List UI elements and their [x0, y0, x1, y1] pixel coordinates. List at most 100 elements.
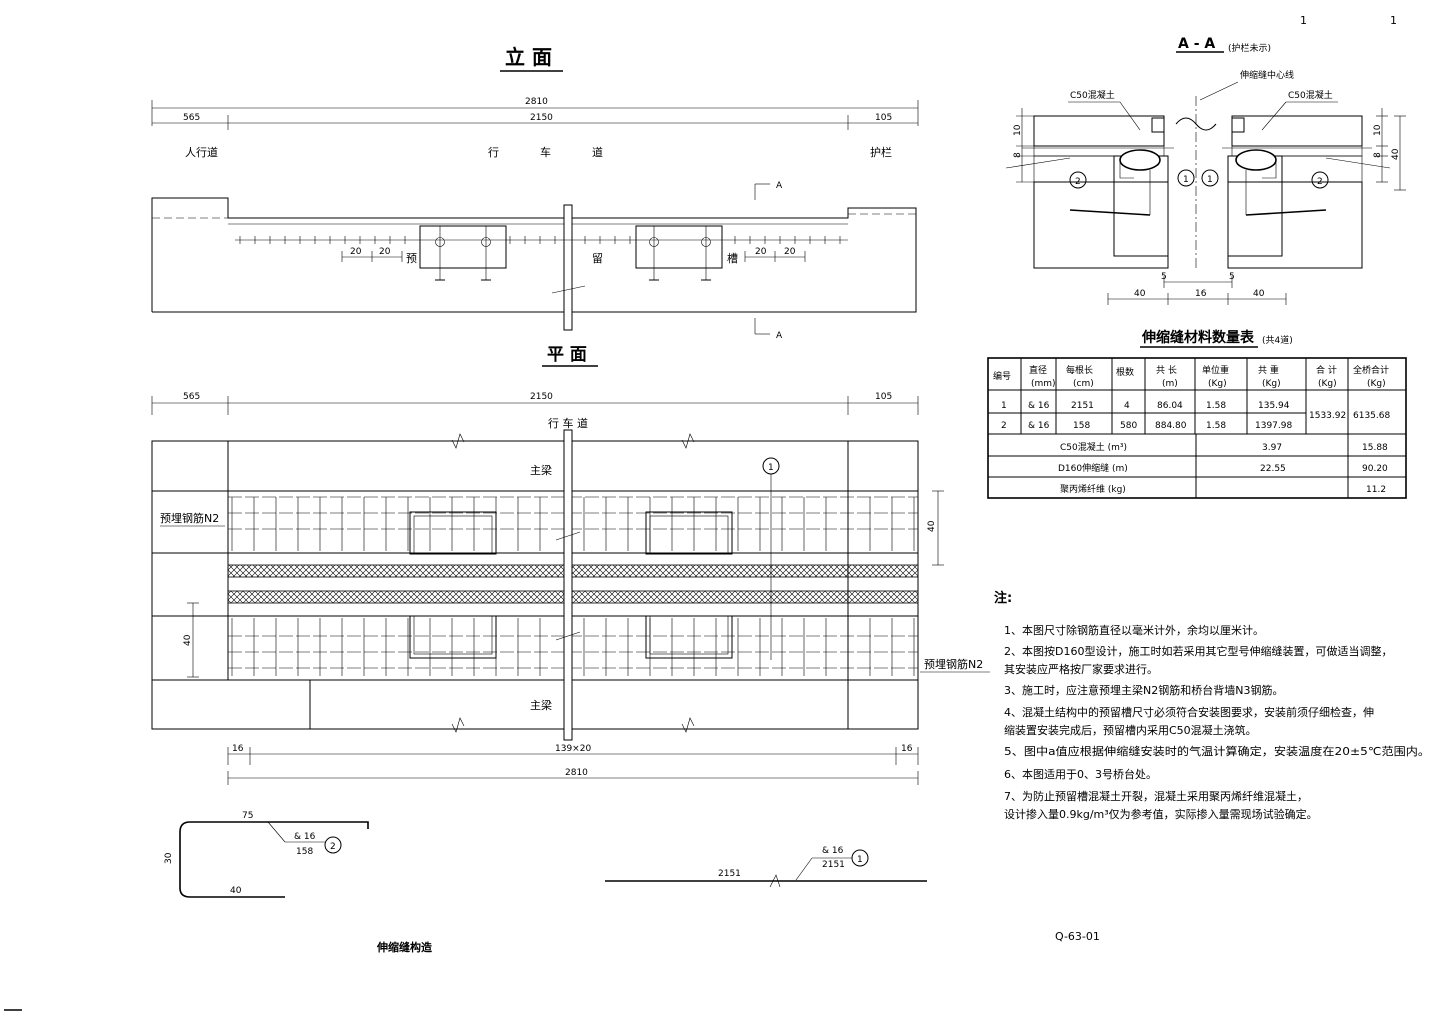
extra-label-0: C50混凝土 (m³) — [1060, 441, 1127, 453]
sect-dim-right-8: 8 — [1373, 152, 1383, 158]
elev-dim-20c: 20 — [755, 247, 767, 257]
cell-r1-c3: 4 — [1124, 401, 1130, 411]
sect-gap-left: 5 — [1161, 272, 1167, 282]
rebar-grid-top — [228, 496, 918, 551]
sect-dim-left-10: 10 — [1013, 124, 1023, 136]
n1-len-line: 2151 — [718, 869, 741, 879]
drawing-number: Q-63-01 — [1055, 930, 1100, 943]
section-mark-top: A — [776, 181, 783, 191]
th-1u: (mm) — [1031, 379, 1056, 389]
plan-main-beam-top: 主梁 — [530, 463, 552, 477]
th-2: 每根长 — [1066, 364, 1093, 376]
th-8: 全桥合计 — [1353, 364, 1389, 376]
plan-main-beam-bottom: 主梁 — [530, 698, 552, 712]
cell-r2-c3: 580 — [1120, 421, 1137, 431]
note-6: 缩装置安装完成后，预留槽内采用C50混凝土浇筑。 — [1004, 723, 1257, 737]
th-2u: (cm) — [1073, 379, 1094, 389]
sect-dim-right-40: 40 — [1391, 148, 1401, 160]
n2-len: 158 — [296, 847, 313, 857]
n1-no: 1 — [857, 855, 863, 865]
elev-dim-20b: 20 — [379, 247, 391, 257]
note-1: 1、本图尺寸除钢筋直径以毫米计外，余均以厘米计。 — [1004, 623, 1264, 637]
sect-bottom-dim-1: 40 — [1134, 289, 1146, 299]
sect-dim-left-8: 8 — [1013, 152, 1023, 158]
notes: 注: 1、本图尺寸除钢筋直径以毫米计外，余均以厘米计。 2、本图按D160型设计… — [994, 590, 1430, 821]
sect-callout-2-right: 2 — [1317, 177, 1323, 187]
extra-total-0: 15.88 — [1362, 443, 1388, 453]
plan-dim-mid: 2150 — [530, 392, 553, 402]
note-9: 7、为防止预留槽混凝土开裂，混凝土采用聚丙烯纤维混凝土， — [1004, 789, 1308, 803]
anchor-bolts — [435, 226, 711, 281]
rebar-caption: 伸缩缝构造 — [376, 940, 433, 954]
cell-r1-c1: & 16 — [1028, 401, 1050, 411]
plan-dim-total: 2810 — [565, 768, 588, 778]
note-3: 其安装应严格按厂家要求进行。 — [1004, 662, 1158, 676]
section-concrete-left: C50混凝土 — [1070, 89, 1115, 101]
elev-dim-left: 565 — [183, 113, 200, 123]
cell-r1-c5: 1.58 — [1206, 401, 1226, 411]
cell-r1-c0: 1 — [1001, 401, 1007, 411]
slot-char-1: 预 — [406, 252, 417, 265]
table-row: 聚丙烯纤维 (kg) 11.2 — [1060, 483, 1386, 495]
elev-label-guardrail: 护栏 — [870, 145, 892, 159]
note-8: 6、本图适用于0、3号桥台处。 — [1004, 767, 1157, 781]
sect-dim-right-10: 10 — [1373, 124, 1383, 136]
th-5u: (Kg) — [1208, 379, 1227, 389]
n2-spec: & 16 — [294, 832, 316, 842]
table-row: C50混凝土 (m³) 3.97 15.88 — [1060, 441, 1388, 453]
sect-callout-1-right: 1 — [1207, 175, 1213, 185]
sect-bottom-dim-3: 40 — [1253, 289, 1265, 299]
rebar-n1-detail: 2151 & 16 2151 1 — [605, 846, 927, 888]
plan-dim-40-left: 40 — [183, 634, 193, 646]
elevation-title: 立 面 — [505, 45, 552, 69]
materials-table: 伸缩缝材料数量表 (共4道) 编号 直径 (mm) 每根长 (cm) 根数 共 … — [987, 329, 1407, 499]
n2-dim-75: 75 — [242, 811, 253, 821]
table-row: 1 & 16 2151 4 86.04 1.58 135.94 — [1001, 401, 1290, 411]
elev-dim-20d: 20 — [784, 247, 796, 257]
elev-label-sidewalk: 人行道 — [185, 145, 218, 159]
th-3: 根数 — [1116, 366, 1134, 378]
sect-bottom-dim-2: 16 — [1195, 289, 1207, 299]
extra-label-2: 聚丙烯纤维 (kg) — [1060, 483, 1126, 495]
n1-len: 2151 — [822, 860, 845, 870]
cell-r2-c4: 884.80 — [1155, 421, 1187, 431]
table-row: D160伸缩缝 (m) 22.55 90.20 — [1058, 462, 1388, 474]
note-7: 5、图中a值应根据伸缩缝安装时的气温计算确定，安装温度在20±5℃范围内。 — [1004, 744, 1430, 758]
cell-r1-c2: 2151 — [1071, 401, 1094, 411]
cell-r1-c6: 135.94 — [1258, 401, 1290, 411]
th-1: 直径 — [1029, 364, 1047, 376]
extra-total-2: 11.2 — [1366, 485, 1386, 495]
cell-r1-c4: 86.04 — [1157, 401, 1183, 411]
table-header: 编号 直径 (mm) 每根长 (cm) 根数 共 长 (m) 单位重 (Kg) … — [993, 364, 1389, 389]
cell-r2-c2: 158 — [1073, 421, 1090, 431]
plan-embedded-top: 预埋钢筋N2 — [160, 511, 219, 525]
rebar-grid-bottom — [228, 618, 918, 676]
cell-r2-c6: 1397.98 — [1255, 421, 1292, 431]
n2-dim-40: 40 — [230, 886, 242, 896]
section-title: A - A — [1178, 36, 1215, 52]
elev-label-road-3: 道 — [592, 145, 603, 159]
plan-dim-spacing: 139×20 — [555, 744, 591, 754]
th-8u: (Kg) — [1367, 379, 1386, 389]
extra-total-1: 90.20 — [1362, 464, 1388, 474]
th-4: 共 长 — [1156, 364, 1177, 376]
page-number-1: 1 — [1300, 14, 1307, 27]
plan-view: 平 面 565 2150 105 行 车 道 主梁 主梁 — [151, 345, 990, 785]
cell-r2-c5: 1.58 — [1206, 421, 1226, 431]
elev-ticks — [239, 236, 841, 244]
note-10: 设计掺入量0.9kg/m³仅为参考值，实际掺入量需现场试验确定。 — [1004, 807, 1318, 821]
sect-gap-right: 5 — [1229, 272, 1235, 282]
plan-dim-edge-left: 16 — [232, 744, 244, 754]
section-concrete-right: C50混凝土 — [1288, 89, 1333, 101]
plan-embedded-bottom: 预埋钢筋N2 — [924, 657, 983, 671]
plan-dim-40-right: 40 — [927, 520, 937, 532]
plan-label-roadway: 行 车 道 — [548, 416, 588, 430]
elev-label-road-2: 车 — [540, 145, 551, 159]
sect-callout-2-left: 2 — [1075, 177, 1081, 187]
plan-callout-1: 1 — [768, 463, 774, 473]
rebar-n2-detail: 75 30 40 & 16 158 2 — [164, 811, 369, 898]
note-2: 2、本图按D160型设计，施工时如若采用其它型号伸缩缝装置，可做适当调整， — [1004, 644, 1392, 658]
plan-dim-edge-right: 16 — [901, 744, 913, 754]
slot-char-3: 槽 — [727, 252, 738, 265]
cell-r2-c0: 2 — [1001, 421, 1007, 431]
